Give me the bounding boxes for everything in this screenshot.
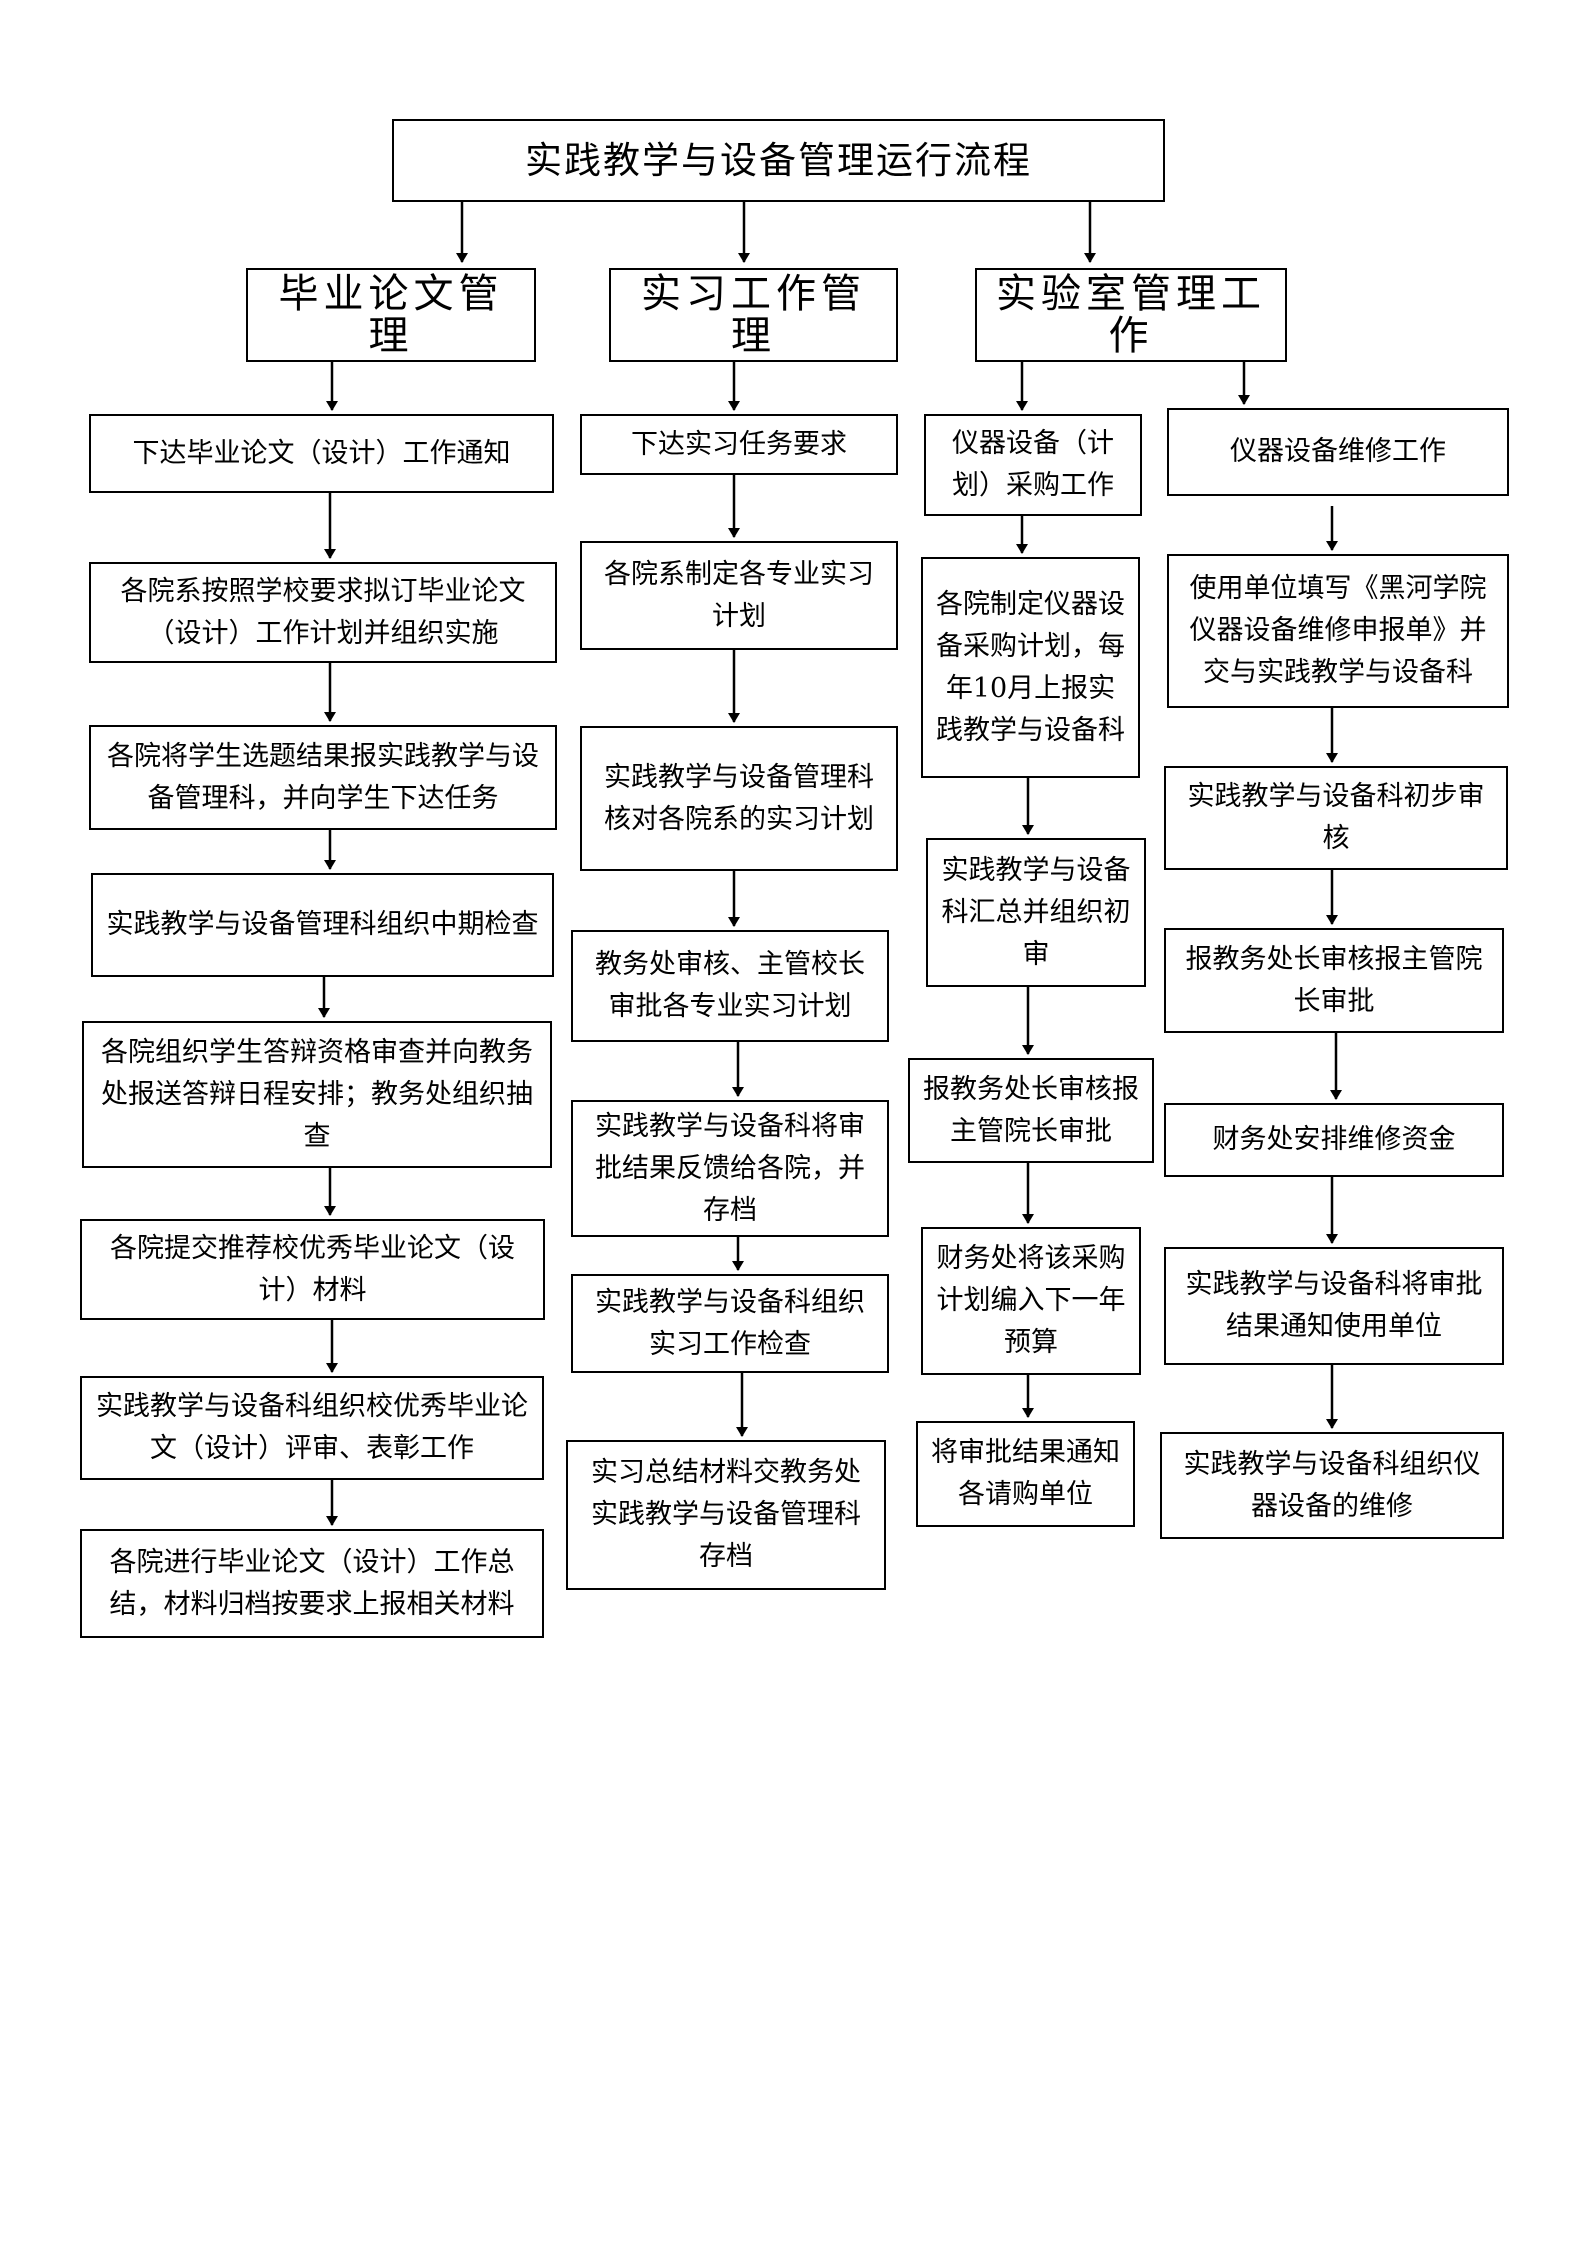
internship-step-7: 实习总结材料交教务处实践教学与设备管理科存档 bbox=[566, 1440, 886, 1590]
repair-step-5: 财务处安排维修资金 bbox=[1164, 1103, 1504, 1177]
heading-lab-management: 实验室管理工作 bbox=[975, 268, 1287, 362]
thesis-step-6: 各院提交推荐校优秀毕业论文（设计）材料 bbox=[80, 1219, 545, 1320]
repair-step-4: 报教务处长审核报主管院长审批 bbox=[1164, 928, 1504, 1033]
internship-step-5: 实践教学与设备科将审批结果反馈给各院，并存档 bbox=[571, 1100, 889, 1237]
heading-thesis-management: 毕业论文管理 bbox=[246, 268, 536, 362]
purchase-step-3: 实践教学与设备科汇总并组织初审 bbox=[926, 838, 1146, 987]
thesis-step-8: 各院进行毕业论文（设计）工作总结，材料归档按要求上报相关材料 bbox=[80, 1529, 544, 1638]
internship-step-2: 各院系制定各专业实习计划 bbox=[580, 541, 898, 650]
heading-internship-management: 实习工作管理 bbox=[609, 268, 898, 362]
repair-step-1: 仪器设备维修工作 bbox=[1167, 408, 1509, 496]
purchase-step-5: 财务处将该采购计划编入下一年预算 bbox=[921, 1227, 1141, 1375]
internship-step-3: 实践教学与设备管理科核对各院系的实习计划 bbox=[580, 726, 898, 871]
purchase-step-6: 将审批结果通知各请购单位 bbox=[916, 1421, 1135, 1527]
repair-step-2: 使用单位填写《黑河学院仪器设备维修申报单》并交与实践教学与设备科 bbox=[1167, 554, 1509, 708]
purchase-step-1: 仪器设备（计划）采购工作 bbox=[924, 414, 1142, 516]
internship-step-4: 教务处审核、主管校长审批各专业实习计划 bbox=[571, 930, 889, 1042]
thesis-step-5: 各院组织学生答辩资格审查并向教务处报送答辩日程安排；教务处组织抽查 bbox=[82, 1021, 552, 1168]
repair-step-6: 实践教学与设备科将审批结果通知使用单位 bbox=[1164, 1247, 1504, 1365]
thesis-step-1: 下达毕业论文（设计）工作通知 bbox=[89, 414, 554, 493]
internship-step-6: 实践教学与设备科组织实习工作检查 bbox=[571, 1274, 889, 1373]
diagram-title: 实践教学与设备管理运行流程 bbox=[392, 119, 1165, 202]
thesis-step-2: 各院系按照学校要求拟订毕业论文（设计）工作计划并组织实施 bbox=[89, 562, 557, 663]
purchase-step-4: 报教务处长审核报主管院长审批 bbox=[908, 1058, 1154, 1163]
purchase-step-2: 各院制定仪器设备采购计划，每年10月上报实践教学与设备科 bbox=[921, 557, 1140, 778]
repair-step-7: 实践教学与设备科组织仪器设备的维修 bbox=[1160, 1432, 1504, 1539]
thesis-step-4: 实践教学与设备管理科组织中期检查 bbox=[91, 873, 554, 977]
repair-step-3: 实践教学与设备科初步审核 bbox=[1164, 766, 1508, 870]
internship-step-1: 下达实习任务要求 bbox=[580, 414, 898, 475]
thesis-step-7: 实践教学与设备科组织校优秀毕业论文（设计）评审、表彰工作 bbox=[80, 1376, 544, 1480]
thesis-step-3: 各院将学生选题结果报实践教学与设备管理科，并向学生下达任务 bbox=[89, 725, 557, 830]
